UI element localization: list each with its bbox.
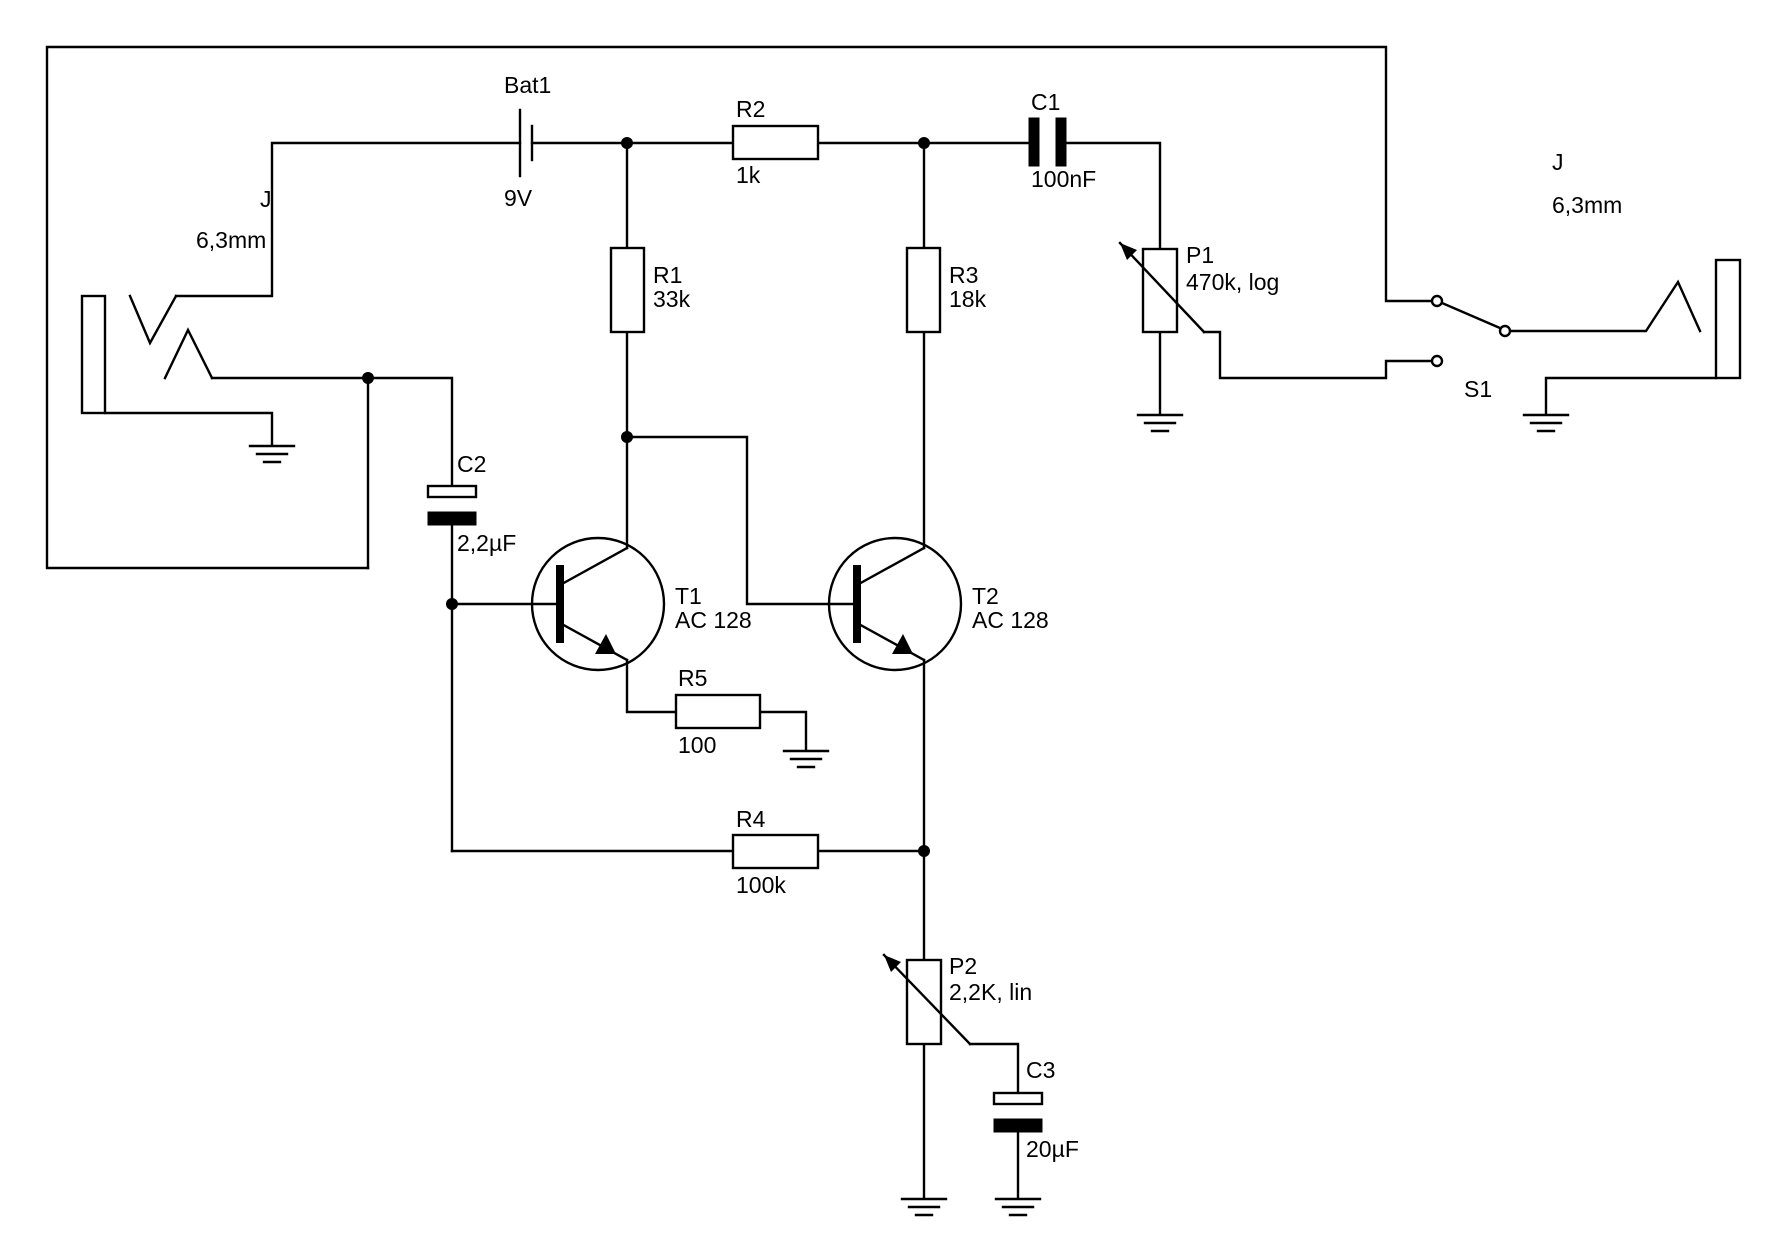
- label-r4-value: 100k: [736, 872, 786, 898]
- resistor-r4: [731, 833, 820, 870]
- label-r3-value: 18k: [949, 286, 987, 312]
- label-r4-ref: R4: [736, 806, 766, 832]
- label-p2-value: 2,2K, lin: [949, 979, 1032, 1005]
- label-r5-ref: R5: [678, 665, 707, 691]
- potentiometer-p1: [1118, 241, 1206, 334]
- label-t2-ref: T2: [972, 583, 999, 609]
- resistor-r3: [905, 246, 942, 334]
- label-r1-ref: R1: [653, 262, 682, 288]
- label-jack-in-ref: J: [260, 186, 272, 212]
- junction-dots: [362, 137, 930, 857]
- resistor-r1: [609, 246, 646, 334]
- component-labels: Bat1 9V R2 1k C1 100nF R1 33k R3 18k P1 …: [196, 72, 1622, 1162]
- label-c1-ref: C1: [1031, 89, 1060, 115]
- label-c3-ref: C3: [1026, 1057, 1055, 1083]
- capacitor-c1: [1028, 117, 1067, 167]
- resistor-r2: [731, 124, 820, 161]
- label-t2-value: AC 128: [972, 607, 1049, 633]
- ground-symbol-c3: [994, 1197, 1042, 1217]
- wires: [45, 45, 1718, 1200]
- transistor-t1: [530, 536, 666, 672]
- battery-bat1: [518, 108, 534, 178]
- label-s1-ref: S1: [1464, 376, 1492, 402]
- resistor-r5: [674, 693, 762, 730]
- ground-symbol-p2: [900, 1197, 948, 1217]
- ground-symbol-p1: [1136, 413, 1184, 433]
- capacitor-c2: [426, 484, 478, 526]
- ground-symbols: [248, 413, 1570, 1217]
- ground-symbol-input-jack: [248, 444, 296, 464]
- label-jack-out-value: 6,3mm: [1552, 192, 1622, 218]
- ground-symbol-output-jack: [1522, 413, 1570, 433]
- label-c3-value: 20µF: [1026, 1136, 1079, 1162]
- ground-symbol-r5: [782, 749, 830, 769]
- label-p1-ref: P1: [1186, 242, 1214, 268]
- label-p2-ref: P2: [949, 953, 977, 979]
- label-r2-ref: R2: [736, 96, 765, 122]
- label-jack-out-ref: J: [1552, 149, 1564, 175]
- label-t1-value: AC 128: [675, 607, 752, 633]
- label-c1-value: 100nF: [1031, 166, 1096, 192]
- potentiometer-p2: [882, 953, 972, 1046]
- label-bat1-value: 9V: [504, 185, 533, 211]
- label-r5-value: 100: [678, 732, 716, 758]
- label-r2-value: 1k: [736, 162, 761, 188]
- label-p1-value: 470k, log: [1186, 269, 1279, 295]
- label-r3-ref: R3: [949, 262, 978, 288]
- label-r1-value: 33k: [653, 286, 691, 312]
- switch-s1: [1430, 294, 1512, 368]
- capacitor-c3: [992, 1091, 1044, 1133]
- output-jack: [1714, 258, 1742, 380]
- label-c2-ref: C2: [457, 451, 486, 477]
- transistor-t2: [827, 536, 963, 672]
- label-c2-value: 2,2µF: [457, 530, 516, 556]
- label-jack-in-value: 6,3mm: [196, 227, 266, 253]
- input-jack: [80, 294, 214, 415]
- label-t1-ref: T1: [675, 583, 702, 609]
- label-bat1-ref: Bat1: [504, 72, 551, 98]
